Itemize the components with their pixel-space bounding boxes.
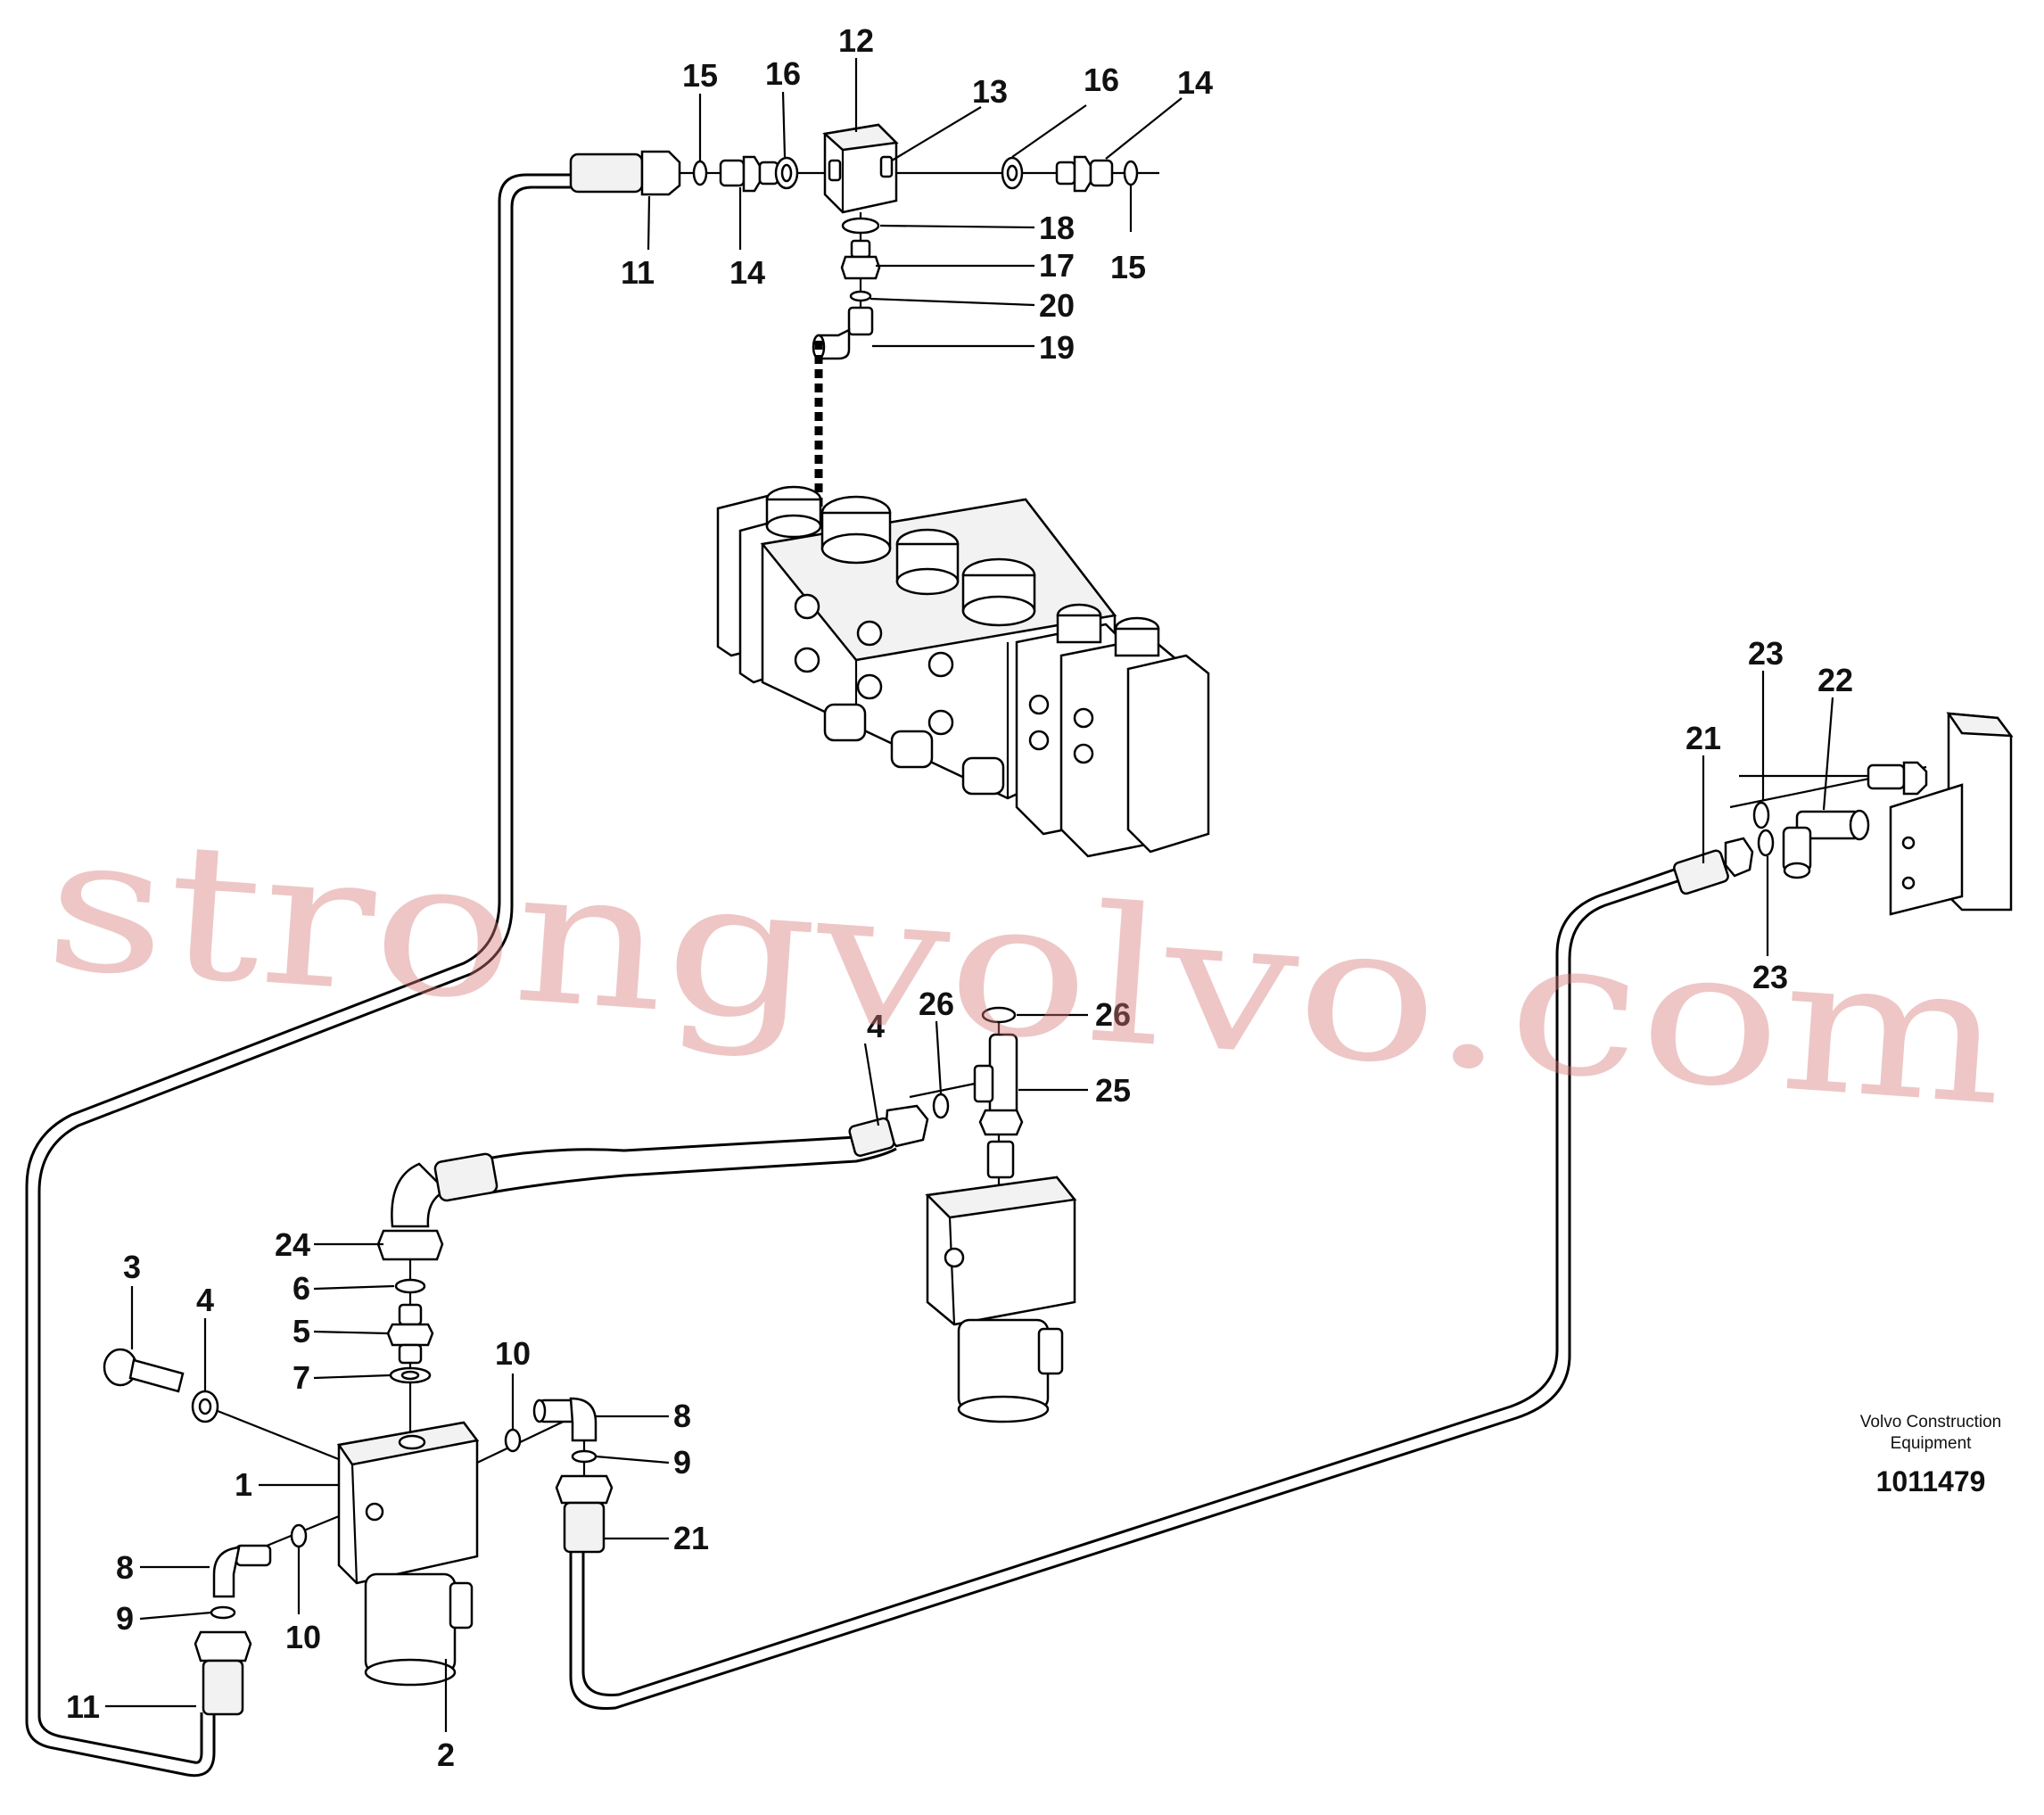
callout-15-top-left: 15 <box>682 57 718 94</box>
callout-20: 20 <box>1039 287 1075 324</box>
hose-line-left-inner <box>37 186 571 1764</box>
o-ring-20 <box>849 290 872 302</box>
hose-line-right-inner <box>581 865 1683 1696</box>
elbow-8-right <box>532 1397 598 1442</box>
callout-24-partial: 4 <box>867 1008 885 1044</box>
callout-26-left: 26 <box>919 986 954 1022</box>
hose-line-middle-b <box>485 1147 897 1195</box>
callout-8-left: 8 <box>116 1549 134 1586</box>
callout-25: 25 <box>1095 1072 1131 1109</box>
callout-2: 2 <box>437 1737 455 1773</box>
callout-11-bottom: 11 <box>66 1688 100 1725</box>
nipple-5 <box>386 1303 434 1365</box>
callout-16-right: 16 <box>1084 62 1119 98</box>
o-ring-15-left <box>692 160 708 186</box>
callout-11-top: 11 <box>621 254 655 291</box>
callout-23-bottom: 23 <box>1752 959 1788 995</box>
solenoid-valve-left <box>336 1421 480 1687</box>
o-ring-10-top <box>504 1428 522 1453</box>
callout-9-left: 9 <box>116 1600 134 1637</box>
callout-21-bottom: 21 <box>673 1520 709 1556</box>
hose-end-21-bottom <box>555 1474 614 1554</box>
callout-7: 7 <box>293 1359 310 1396</box>
o-ring-6 <box>394 1278 426 1294</box>
o-ring-10-bottom <box>290 1523 308 1548</box>
o-ring-9-right <box>571 1449 598 1464</box>
elbow-19 <box>812 306 874 360</box>
callout-23-top: 23 <box>1748 635 1784 672</box>
main-control-valve <box>716 485 1210 858</box>
callout-15-top-right: 15 <box>1110 249 1146 285</box>
bracket-block <box>1889 712 2014 916</box>
callout-18: 18 <box>1039 210 1075 246</box>
o-ring-15-right <box>1123 160 1139 186</box>
hose-line-right <box>569 877 1686 1711</box>
o-ring-26-top <box>981 1006 1017 1024</box>
callout-10-bottom: 10 <box>285 1619 321 1655</box>
brand-line-2: Equipment <box>1891 1434 1973 1453</box>
o-ring-9-left <box>210 1605 236 1620</box>
callout-17: 17 <box>1039 247 1075 284</box>
callout-12: 12 <box>838 22 874 59</box>
hose-end-top <box>569 150 681 196</box>
callout-16-left: 16 <box>765 55 801 92</box>
callout-21-right: 21 <box>1685 720 1721 756</box>
brand-line-1: Volvo Construction <box>1860 1413 2001 1431</box>
elbow-24 <box>376 1152 499 1261</box>
watermark: strongvolvo.com <box>39 793 2012 1148</box>
tee-22 <box>1782 809 1870 879</box>
valve-block-12 <box>822 123 899 214</box>
callout-14-top-left: 14 <box>729 254 765 291</box>
o-ring-23-bottom <box>1757 829 1775 857</box>
washer-18 <box>841 217 880 235</box>
leader-lines <box>105 58 1834 1732</box>
solenoid-valve-right <box>925 1140 1077 1423</box>
callout-24: 24 <box>275 1226 310 1263</box>
callout-3: 3 <box>123 1249 141 1285</box>
callout-8-right: 8 <box>673 1398 691 1434</box>
nipple-14-left <box>719 155 779 193</box>
callout-9-right: 9 <box>673 1444 691 1481</box>
callout-22: 22 <box>1817 662 1853 698</box>
hose-end-21-right <box>1673 837 1754 895</box>
callout-4: 4 <box>196 1282 214 1318</box>
callout-10-top: 10 <box>495 1335 531 1372</box>
o-ring-23-top <box>1752 801 1770 829</box>
brand-block: Volvo Construction Equipment 1011479 <box>1860 1413 2001 1497</box>
hose-end-24-right <box>848 1104 929 1158</box>
hose-line-middle <box>481 1124 893 1161</box>
bolt-3 <box>103 1348 185 1393</box>
hose-end-11-bottom <box>194 1630 252 1716</box>
callout-14-top-right: 14 <box>1177 64 1213 101</box>
callout-26-right: 26 <box>1095 996 1131 1033</box>
part-number: 1011479 <box>1876 1465 1986 1497</box>
nipple-17 <box>840 239 881 280</box>
o-ring-26-side <box>932 1093 950 1119</box>
adapter-right <box>1867 761 1928 796</box>
elbow-8-left <box>212 1544 272 1598</box>
callout-1: 1 <box>235 1466 252 1503</box>
callout-6: 6 <box>293 1270 310 1307</box>
callout-5: 5 <box>293 1313 310 1349</box>
hose-line-left <box>25 173 571 1778</box>
callout-19: 19 <box>1039 329 1075 366</box>
tee-25 <box>973 1033 1024 1136</box>
callout-labels: 12 13 15 16 16 14 11 14 15 18 17 20 19 2… <box>66 22 1853 1773</box>
callout-13: 13 <box>972 73 1008 110</box>
nipple-14-right <box>1055 155 1114 193</box>
